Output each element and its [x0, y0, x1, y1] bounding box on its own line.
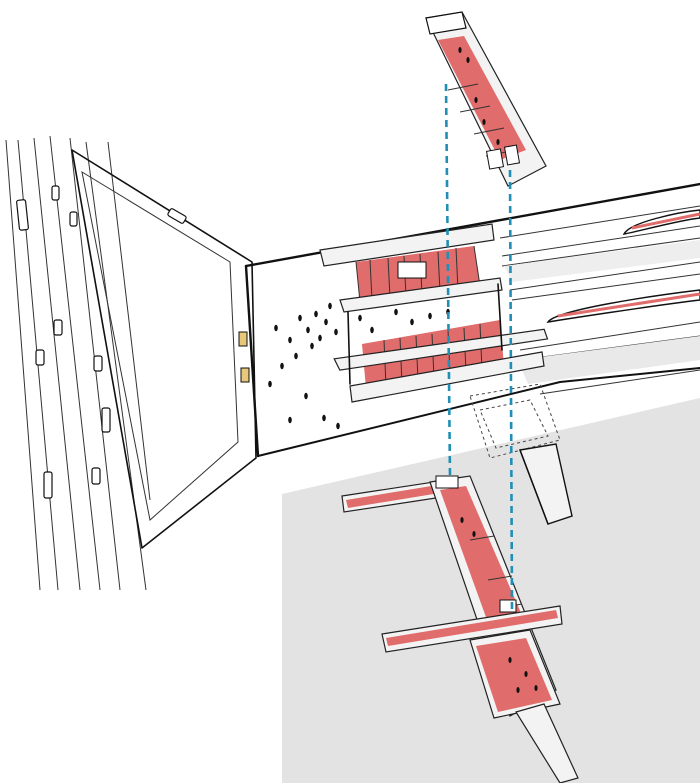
stair-shaft — [519, 443, 573, 525]
rail-platforms — [501, 225, 700, 395]
car-icon — [69, 211, 78, 227]
car-icon — [91, 467, 101, 485]
car-icon — [43, 471, 53, 499]
car-icon — [167, 208, 187, 224]
plaza-yellow-blocks — [238, 331, 250, 383]
alignment-dashed-lines — [444, 83, 514, 611]
street-lines — [5, 135, 151, 591]
underground-concourse — [341, 475, 579, 783]
upper-floating-volume — [425, 11, 547, 187]
car-icon — [101, 407, 111, 433]
person-icon — [274, 324, 278, 332]
car-icon — [93, 355, 103, 372]
car-icon — [16, 199, 29, 231]
car-icon — [51, 185, 60, 201]
car-icon — [53, 319, 63, 336]
trains — [546, 209, 700, 323]
street-cars — [16, 185, 187, 499]
car-icon — [35, 349, 45, 366]
city-block-outline — [71, 149, 257, 549]
plaza-crowd — [268, 302, 450, 430]
station-building — [319, 223, 549, 403]
hidden-stair-outline — [469, 383, 561, 459]
